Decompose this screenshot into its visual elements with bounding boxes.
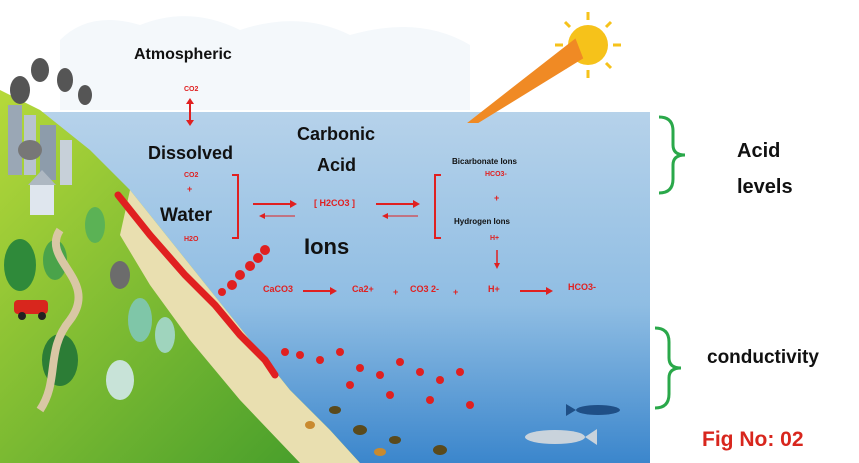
conductivity-brace	[654, 326, 682, 410]
plus-sign-2: +	[494, 193, 500, 203]
figure-number: Fig No: 02	[702, 428, 804, 451]
fish-large	[525, 429, 597, 445]
acid-text: Acid	[737, 140, 781, 162]
cloud-band	[60, 16, 470, 110]
fish-small	[566, 404, 620, 416]
shells	[305, 406, 447, 456]
carbonic-label: Carbonic	[297, 124, 376, 144]
h-plus-formula-2: H+	[488, 284, 500, 294]
acid-levels-brace	[658, 115, 686, 195]
dissolved-co2-formula: CO2	[184, 172, 199, 179]
hco3-formula-2: HCO3-	[568, 282, 597, 292]
ions-label: Ions	[304, 234, 350, 259]
water-label: Water	[160, 205, 213, 226]
caco3-formula: CaCO3	[263, 284, 294, 294]
road	[36, 227, 83, 413]
dissolved-label: Dissolved	[148, 143, 234, 163]
h-plus-formula: H+	[490, 235, 500, 242]
ca2-formula: Ca2+	[352, 284, 374, 294]
red-particle-stream	[114, 191, 474, 409]
conductivity-text: conductivity	[707, 347, 819, 368]
plus-sign-4: +	[453, 287, 459, 297]
reaction-arrows	[186, 98, 553, 295]
hco3-formula: HCO3-	[485, 171, 507, 178]
sun-beam	[467, 38, 584, 123]
co3-formula: CO3 2-	[410, 284, 440, 294]
plus-sign-3: +	[393, 287, 399, 297]
scene-illustration	[0, 12, 650, 463]
levels-text: levels	[737, 176, 793, 198]
plus-sign-1: +	[187, 184, 193, 194]
atm-co2-formula: CO2	[184, 86, 199, 93]
smoke-plumes	[10, 58, 130, 289]
carbon-cycle-scene: Atmospheric CO2 Dissolved CO2 + Water H2…	[0, 12, 650, 463]
h2o-formula: H2O	[184, 236, 199, 243]
shore-sand	[120, 190, 360, 463]
h2co3-formula: [ H2CO3 ]	[314, 198, 356, 208]
car	[14, 300, 48, 320]
city-buildings	[8, 105, 72, 215]
hydrogen-ions-label: Hydrogen Ions	[454, 217, 511, 226]
bicarbonate-ions-label: Bicarbonate Ions	[452, 157, 517, 166]
atmospheric-label: Atmospheric	[134, 46, 232, 63]
acid-label: Acid	[317, 155, 357, 175]
